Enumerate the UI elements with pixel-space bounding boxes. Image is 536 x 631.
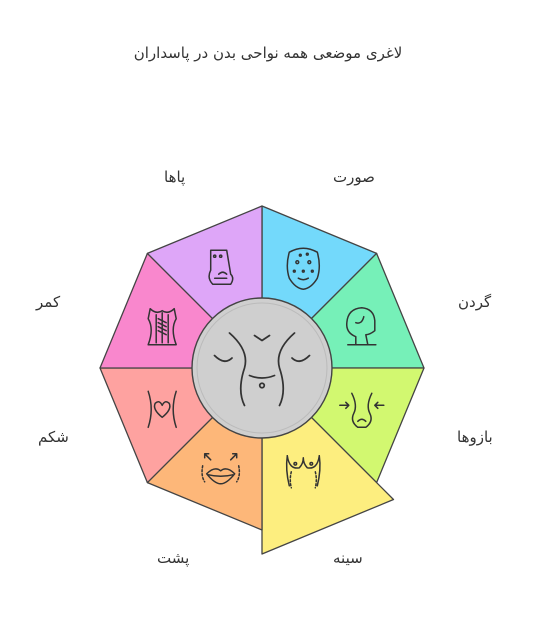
face-mask-icon (286, 247, 321, 290)
label-abdomen: شکم (38, 428, 69, 446)
corset-icon (147, 307, 177, 346)
label-chest: سینه (333, 549, 363, 567)
torso-icon (213, 332, 311, 407)
label-neck: گردن (458, 293, 492, 311)
neck-profile-icon (345, 306, 377, 346)
abdomen-heart-icon (147, 390, 177, 429)
label-face: صورت (333, 168, 375, 186)
label-legs: پاها (164, 168, 186, 186)
chest-icon (285, 455, 321, 489)
label-waist: کمر (36, 293, 61, 311)
diagram-title: لاغری موضعی همه نواحی بدن در پاسداران (133, 44, 403, 62)
label-arms: بازوها (457, 428, 493, 446)
label-back: پشت (157, 549, 190, 567)
waist-arms-icon (339, 392, 385, 429)
lips-expand-icon (201, 453, 241, 485)
center-disk (191, 297, 333, 439)
foot-icon (208, 249, 234, 285)
